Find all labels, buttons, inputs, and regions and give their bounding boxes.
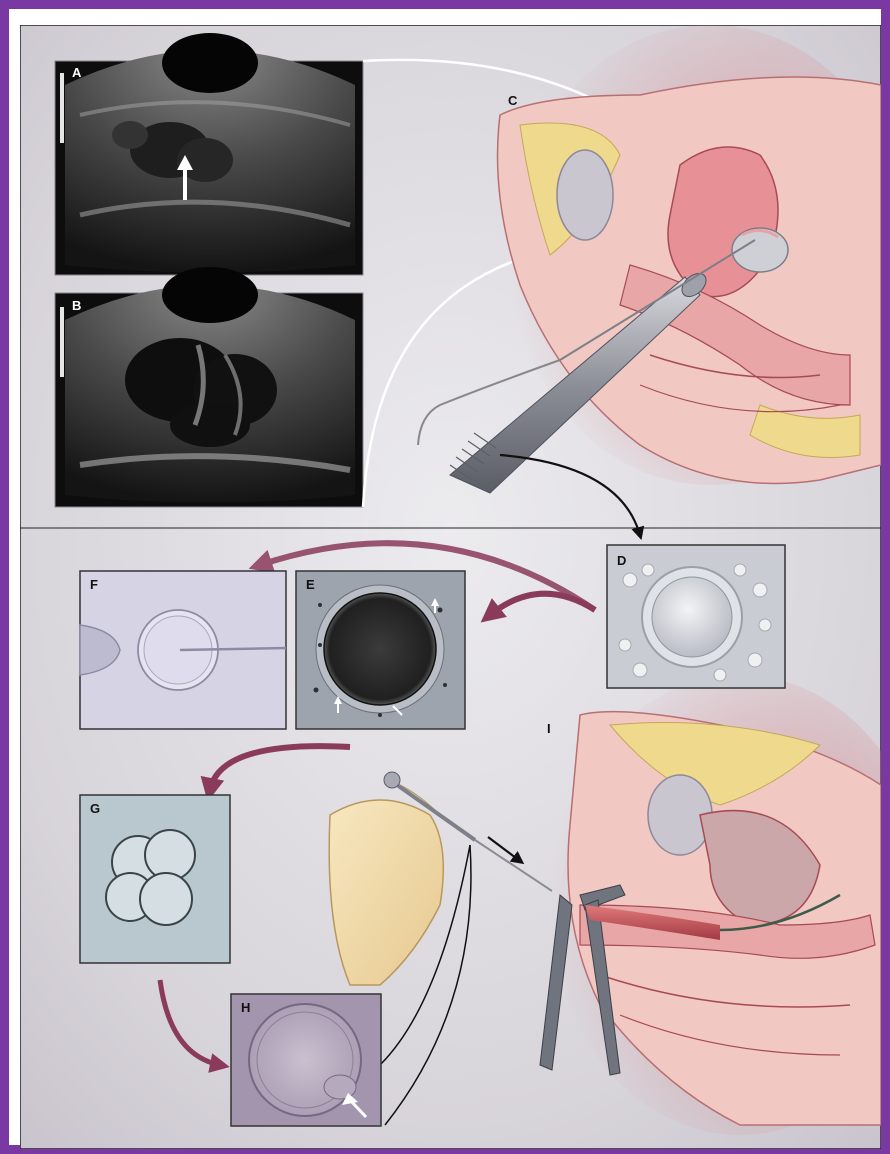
medical-illustration: A B C (20, 25, 881, 1149)
panel-label-g: G (90, 801, 100, 816)
panel-label-c: C (508, 93, 518, 108)
panel-h-blastocyst: H (231, 994, 381, 1126)
panel-label-f: F (90, 577, 98, 592)
panel-label-h: H (241, 1000, 250, 1015)
panel-label-b: B (72, 298, 81, 313)
panel-d-oocyte: D (607, 545, 785, 688)
figure-canvas: A B C (20, 25, 881, 1149)
panel-label-e: E (306, 577, 315, 592)
panel-label-d: D (617, 553, 626, 568)
panel-e-oocyte: E (296, 571, 465, 729)
panel-b-ultrasound: B (55, 267, 363, 507)
panel-f-icsi: F (80, 571, 286, 729)
panel-a-ultrasound: A (55, 33, 363, 275)
panel-g-embryo: G (80, 795, 230, 963)
panel-label-a: A (72, 65, 82, 80)
panel-label-i: I (547, 721, 551, 736)
